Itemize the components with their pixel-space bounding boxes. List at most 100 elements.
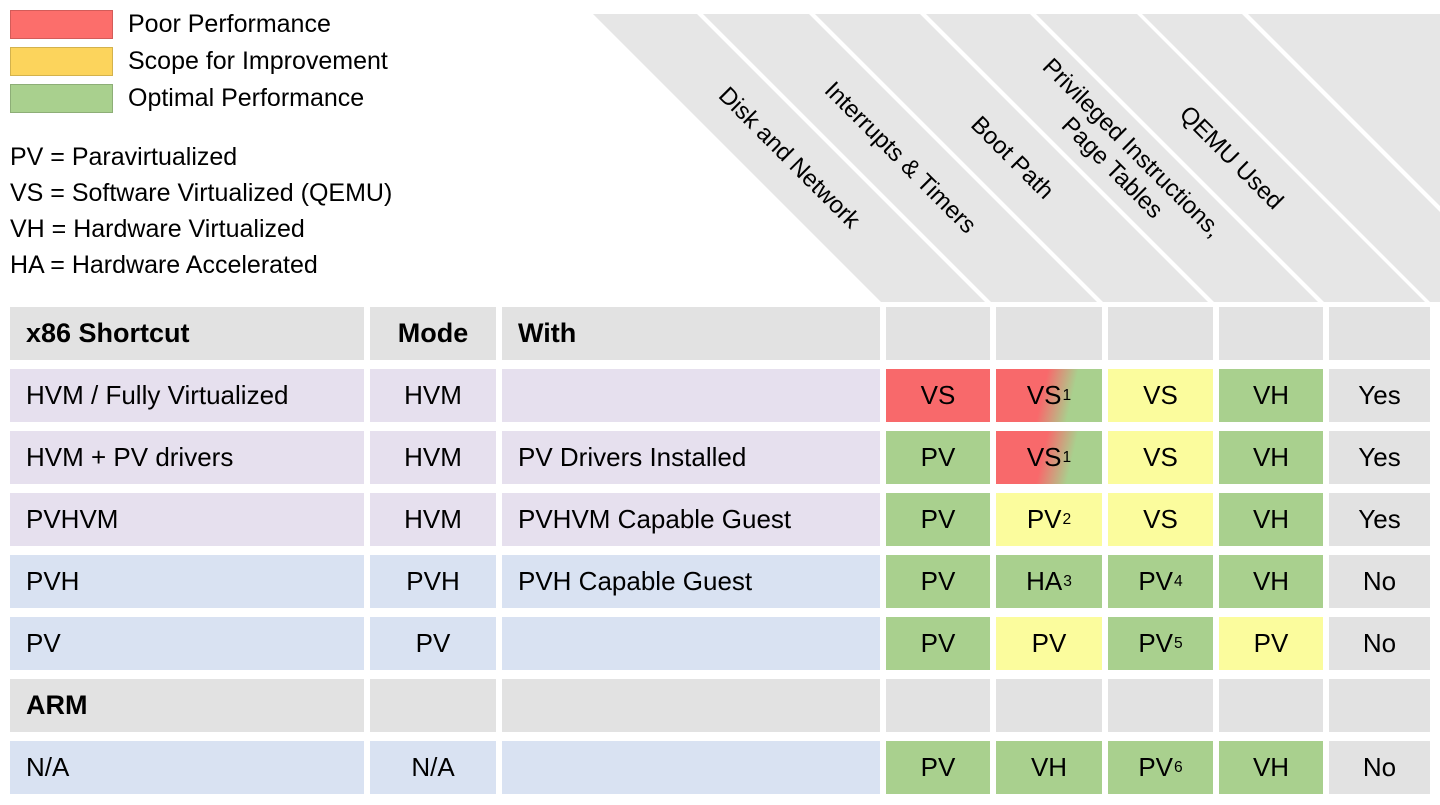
cell-shortcut: N/A — [10, 741, 364, 794]
cell-mode: HVM — [370, 369, 496, 422]
cell-qemu-used: Yes — [1329, 369, 1430, 422]
perf-cell-disk-and-network: PV — [886, 555, 990, 608]
perf-value: VS — [1143, 442, 1178, 472]
legend-label: Poor Performance — [128, 10, 331, 38]
cell-qemu-used: Yes — [1329, 493, 1430, 546]
perf-cell-interrupts-timers — [996, 679, 1102, 732]
cell-shortcut: ARM — [10, 679, 364, 732]
abbreviation-line: PV = Paravirtualized — [10, 143, 238, 171]
header-cell-blank — [886, 307, 990, 360]
perf-cell-disk-and-network: PV — [886, 617, 990, 670]
perf-cell-boot-path: VS — [1108, 431, 1213, 484]
cell-mode — [370, 679, 496, 732]
header-cell-mode: Mode — [370, 307, 496, 360]
perf-value: No — [1362, 566, 1397, 596]
abbreviation-line: HA = Hardware Accelerated — [10, 251, 318, 279]
perf-value: PV — [920, 566, 956, 596]
cell-with — [502, 679, 880, 732]
perf-cell-disk-and-network: VS — [886, 369, 990, 422]
perf-value: Yes — [1358, 380, 1401, 410]
perf-value: Yes — [1358, 442, 1401, 472]
cell-qemu-used: No — [1329, 741, 1430, 794]
perf-value: PV — [1026, 504, 1062, 534]
abbreviation-line: VS = Software Virtualized (QEMU) — [10, 179, 393, 207]
cell-qemu-used: Yes — [1329, 431, 1430, 484]
cell-shortcut: PV — [10, 617, 364, 670]
legend-swatch — [10, 10, 113, 39]
perf-value: PV — [1138, 566, 1173, 596]
legend-label: Optimal Performance — [128, 84, 365, 112]
header-cell-x86-shortcut: x86 Shortcut — [10, 307, 364, 360]
perf-value: Yes — [1358, 504, 1401, 534]
perf-value: VH — [1252, 752, 1290, 782]
perf-value: PV — [920, 504, 956, 534]
perf-cell-disk-and-network: PV — [886, 741, 990, 794]
perf-cell-privileged-instructions — [1219, 679, 1323, 732]
perf-value: VS — [1026, 380, 1062, 410]
abbreviation-list: PV = Paravirtualized VS = Software Virtua… — [10, 139, 392, 283]
perf-value: PV — [1031, 628, 1067, 658]
cell-with — [502, 369, 880, 422]
perf-cell-privileged-instructions: PV — [1219, 617, 1323, 670]
perf-value: VH — [1252, 442, 1290, 472]
perf-cell-disk-and-network: PV — [886, 431, 990, 484]
cell-shortcut: HVM / Fully Virtualized — [10, 369, 364, 422]
perf-value: PV — [920, 628, 956, 658]
perf-value: HA — [1026, 566, 1063, 596]
legend-item: Optimal Performance — [10, 84, 388, 113]
cell-with — [502, 741, 880, 794]
cell-mode: PV — [370, 617, 496, 670]
cell-with: PV Drivers Installed — [502, 431, 880, 484]
cell-mode: N/A — [370, 741, 496, 794]
legend-item: Poor Performance — [10, 10, 388, 39]
perf-cell-interrupts-timers: VH — [996, 741, 1102, 794]
cell-shortcut: PVH — [10, 555, 364, 608]
abbreviation-line: VH = Hardware Virtualized — [10, 215, 305, 243]
cell-qemu-used: No — [1329, 555, 1430, 608]
perf-cell-disk-and-network: PV — [886, 493, 990, 546]
header-cell-blank — [1329, 307, 1430, 360]
cell-qemu-used: No — [1329, 617, 1430, 670]
legend-swatch — [10, 47, 113, 76]
perf-value: VS — [920, 380, 956, 410]
cell-with: PVHVM Capable Guest — [502, 493, 880, 546]
header-cell-blank — [1108, 307, 1213, 360]
header-cell-with: With — [502, 307, 880, 360]
perf-value: PV — [1253, 628, 1289, 658]
perf-value: No — [1362, 628, 1397, 658]
legend-swatch — [10, 84, 113, 113]
perf-cell-interrupts-timers: PV — [996, 617, 1102, 670]
perf-cell-privileged-instructions: VH — [1219, 369, 1323, 422]
cell-mode: HVM — [370, 431, 496, 484]
perf-cell-privileged-instructions: VH — [1219, 493, 1323, 546]
perf-value: PV — [920, 752, 956, 782]
perf-cell-boot-path — [1108, 679, 1213, 732]
perf-cell-boot-path: VS — [1108, 493, 1213, 546]
legend-item: Scope for Improvement — [10, 47, 388, 76]
cell-qemu-used — [1329, 679, 1430, 732]
cell-shortcut: PVHVM — [10, 493, 364, 546]
cell-mode: PVH — [370, 555, 496, 608]
perf-value: PV — [1138, 628, 1173, 658]
header-cell-blank — [1219, 307, 1323, 360]
perf-value: PV — [920, 442, 956, 472]
cell-with: PVH Capable Guest — [502, 555, 880, 608]
perf-cell-privileged-instructions: VH — [1219, 431, 1323, 484]
perf-cell-disk-and-network — [886, 679, 990, 732]
perf-value: VS — [1143, 380, 1178, 410]
perf-value: VH — [1030, 752, 1068, 782]
cell-mode: HVM — [370, 493, 496, 546]
perf-value: VH — [1252, 566, 1290, 596]
perf-cell-privileged-instructions: VH — [1219, 555, 1323, 608]
perf-cell-boot-path: VS — [1108, 369, 1213, 422]
